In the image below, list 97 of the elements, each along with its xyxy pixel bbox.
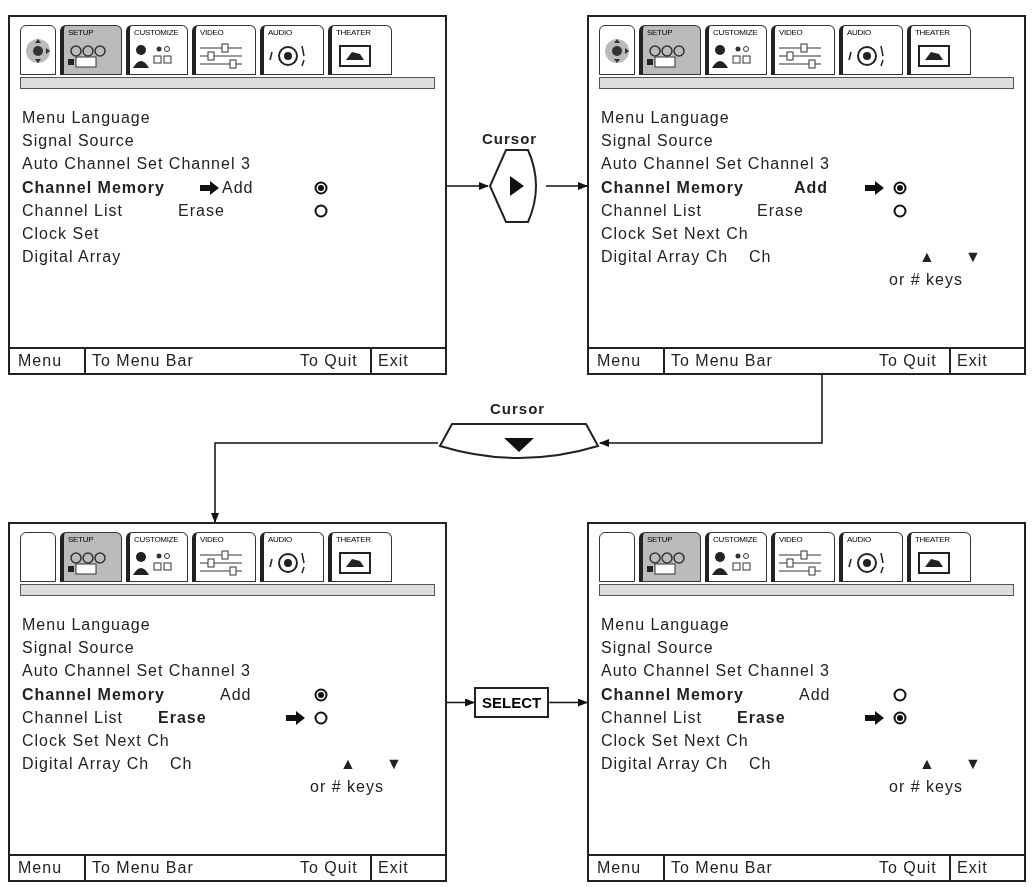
arrow-key-symbol: ▼ xyxy=(386,755,403,774)
key-hint: Exit xyxy=(957,859,988,877)
arrow xyxy=(446,182,489,190)
menu-tab: SETUP xyxy=(639,532,701,582)
option-value: Add xyxy=(220,685,252,704)
key-hint: or # keys xyxy=(889,271,963,290)
key-hint: or # keys xyxy=(889,778,963,797)
menu-item: Channel Memory xyxy=(22,685,165,704)
menu-screen xyxy=(8,522,447,882)
option-value: Add xyxy=(794,178,829,197)
option-value: Erase xyxy=(178,201,225,220)
arrow xyxy=(545,182,588,190)
option-value: Ch xyxy=(749,755,772,774)
arrow-key-symbol: ▼ xyxy=(965,248,982,267)
menu-item: Channel List xyxy=(601,708,702,727)
menu-tab: AUDIO xyxy=(839,532,903,582)
menu-item: Clock Set Next Ch xyxy=(22,732,170,750)
arrow-key-symbol: ▲ xyxy=(919,248,936,267)
menu-item: Channel Memory xyxy=(601,685,744,704)
key-hint: Exit xyxy=(378,859,409,877)
button-label: Cursor xyxy=(482,130,539,148)
menu-item: Digital Array Ch xyxy=(22,755,150,774)
menu-item: Auto Channel Set Channel 3 xyxy=(601,155,830,174)
menu-item: Channel List xyxy=(601,201,702,220)
menu-tab: AUDIO xyxy=(260,25,324,75)
menu-screen xyxy=(587,15,1026,375)
arrow-key-symbol: ▲ xyxy=(919,755,936,774)
menu-item: Signal Source xyxy=(22,132,135,151)
arrow xyxy=(446,698,475,707)
option-value: Add xyxy=(799,685,831,704)
menu-tab: AUDIO xyxy=(260,532,324,582)
menu-item: Clock Set Next Ch xyxy=(601,732,749,750)
menu-screen xyxy=(587,522,1026,882)
menu-item: Menu Language xyxy=(22,109,151,127)
menu-item: Auto Channel Set Channel 3 xyxy=(601,662,830,681)
arrow xyxy=(548,698,588,707)
menu-item: Digital Array Ch xyxy=(601,248,729,267)
menu-tab: AUDIO xyxy=(839,25,903,75)
arrow-key-symbol: ▼ xyxy=(965,755,982,774)
menu-item: Auto Channel Set Channel 3 xyxy=(22,662,251,681)
menu-tab: THEATER xyxy=(328,25,392,75)
key-hint: To Menu Bar xyxy=(92,352,194,370)
menu-item: Digital Array xyxy=(22,248,122,267)
arrow xyxy=(599,374,823,447)
key-hint: Exit xyxy=(957,352,988,370)
key-hint: To Menu Bar xyxy=(671,352,773,370)
option-value: Erase xyxy=(737,708,786,727)
key-hint: To Quit xyxy=(879,859,937,877)
menu-tab: THEATER xyxy=(907,532,971,582)
key-hint: Menu xyxy=(18,352,63,370)
key-hint: To Menu Bar xyxy=(671,859,773,877)
menu-tab: CUSTOMIZE xyxy=(705,25,767,75)
menu-item: Menu Language xyxy=(601,616,730,634)
option-value: Add xyxy=(222,178,254,197)
key-hint: To Quit xyxy=(300,352,358,370)
option-value: Erase xyxy=(757,201,804,220)
menu-tab: VIDEO xyxy=(771,532,835,582)
option-value: Erase xyxy=(158,708,207,727)
menu-item: Signal Source xyxy=(601,132,714,151)
menu-item: Channel List xyxy=(22,201,123,220)
menu-tab: CUSTOMIZE xyxy=(126,532,188,582)
arrow-key-symbol: ▲ xyxy=(340,755,357,774)
menu-item: Channel Memory xyxy=(22,178,165,197)
menu-item: Signal Source xyxy=(601,639,714,658)
key-hint: Exit xyxy=(378,352,409,370)
remote-button: SELECT xyxy=(474,687,550,718)
key-hint: To Quit xyxy=(879,352,937,370)
option-value: Ch xyxy=(749,248,772,267)
key-hint: Menu xyxy=(597,352,642,370)
menu-item: Auto Channel Set Channel 3 xyxy=(22,155,251,174)
key-hint: To Menu Bar xyxy=(92,859,194,877)
menu-tab: THEATER xyxy=(907,25,971,75)
menu-item: Menu Language xyxy=(22,616,151,634)
menu-tab: CUSTOMIZE xyxy=(705,532,767,582)
key-hint: Menu xyxy=(597,859,642,877)
menu-tab: VIDEO xyxy=(192,25,256,75)
menu-item: Channel List xyxy=(22,708,123,727)
menu-item: Signal Source xyxy=(22,639,135,658)
menu-tab: VIDEO xyxy=(192,532,256,582)
menu-item: Clock Set Next Ch xyxy=(601,225,749,243)
menu-tab: SETUP xyxy=(639,25,701,75)
menu-item: Digital Array Ch xyxy=(601,755,729,774)
key-hint: To Quit xyxy=(300,859,358,877)
menu-tab: SETUP xyxy=(60,532,122,582)
menu-screen xyxy=(8,15,447,375)
menu-item: Clock Set xyxy=(22,225,100,243)
arrow xyxy=(211,442,439,523)
button-label: Cursor xyxy=(490,400,547,418)
key-hint: Menu xyxy=(18,859,63,877)
key-hint: or # keys xyxy=(310,778,384,797)
menu-tab: THEATER xyxy=(328,532,392,582)
menu-item: Channel Memory xyxy=(601,178,744,197)
menu-tab: CUSTOMIZE xyxy=(126,25,188,75)
menu-tab: SETUP xyxy=(60,25,122,75)
menu-item: Menu Language xyxy=(601,109,730,127)
menu-tab: VIDEO xyxy=(771,25,835,75)
option-value: Ch xyxy=(170,755,193,774)
